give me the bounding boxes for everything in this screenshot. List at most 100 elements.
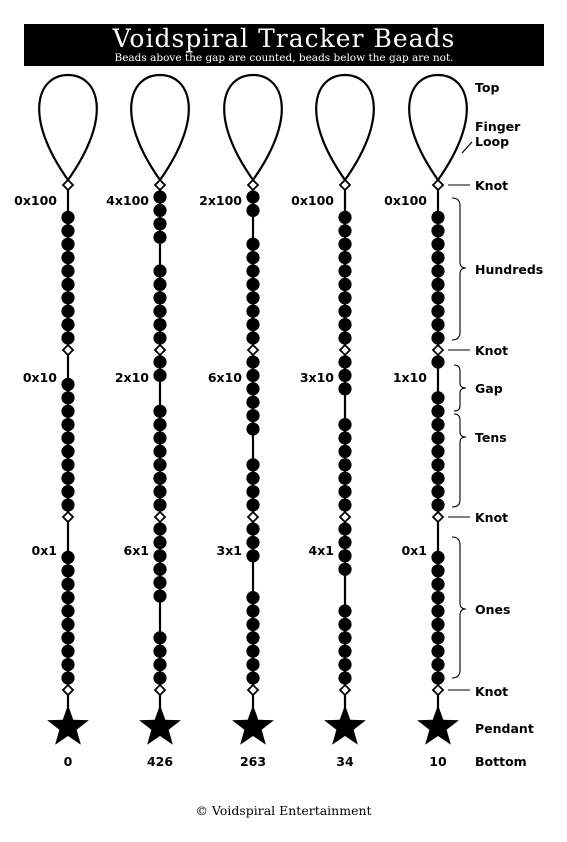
- ones-bead-counted: [153, 522, 167, 536]
- tens-bead-uncounted: [246, 458, 260, 472]
- label-ones: 3x1: [217, 543, 242, 558]
- ones-bead-counted: [338, 535, 352, 550]
- tens-bead-uncounted: [153, 458, 167, 472]
- hundreds-bead-uncounted: [338, 291, 352, 305]
- label-tens: 1x10: [393, 370, 427, 385]
- ones-bead-uncounted: [246, 631, 260, 645]
- tens-bead-uncounted: [61, 431, 75, 445]
- hundreds-bead-uncounted: [153, 291, 167, 305]
- hundreds-bead-uncounted: [246, 291, 260, 305]
- ones-bead-uncounted: [246, 617, 260, 632]
- knot-hundreds-tens: [338, 343, 352, 357]
- tens-bead-uncounted: [338, 458, 352, 472]
- hundreds-bead-uncounted: [338, 264, 352, 278]
- hundreds-bead-uncounted: [61, 224, 75, 238]
- ones-bead-counted: [153, 535, 167, 550]
- ones-bead-uncounted: [61, 617, 75, 632]
- tens-bead-uncounted: [61, 444, 75, 458]
- knot-bottom: [61, 683, 75, 697]
- legend-knot-3: Knot: [475, 510, 508, 525]
- hundreds-bead-uncounted: [431, 210, 445, 224]
- ones-bead-uncounted: [61, 671, 75, 685]
- hundreds-bead-uncounted: [246, 237, 260, 251]
- ones-bead-counted: [153, 549, 167, 563]
- tens-bead-uncounted: [431, 444, 445, 458]
- tens-bead-uncounted: [61, 498, 75, 512]
- tens-bead-uncounted: [431, 471, 445, 485]
- tens-bead-counted: [153, 355, 167, 369]
- legend-pendant: Pendant: [475, 721, 534, 736]
- hundreds-bead-uncounted: [153, 331, 167, 345]
- knot-top: [153, 178, 167, 192]
- ones-bead-uncounted: [431, 617, 445, 632]
- page-subtitle: Beads above the gap are counted, beads b…: [114, 52, 454, 64]
- hundreds-bead-uncounted: [338, 251, 352, 265]
- label-hundreds: 0x100: [384, 193, 427, 208]
- knot-hundreds-tens: [61, 343, 75, 357]
- hundreds-bead-uncounted: [246, 277, 260, 291]
- hundreds-bead-uncounted: [246, 264, 260, 278]
- tens-bead-uncounted: [431, 431, 445, 445]
- finger-loop: [315, 73, 375, 182]
- hundreds-bead-uncounted: [431, 251, 445, 265]
- page-title: Voidspiral Tracker Beads: [112, 24, 456, 53]
- hundreds-bead-uncounted: [246, 331, 260, 345]
- hundreds-bead-uncounted: [61, 291, 75, 305]
- hundreds-bead-uncounted: [431, 237, 445, 251]
- hundreds-bead-counted: [246, 203, 260, 217]
- ones-bead-uncounted: [153, 644, 167, 658]
- pendant-star-icon: [139, 705, 181, 745]
- hundreds-bead-uncounted: [61, 331, 75, 345]
- tens-bead-uncounted: [61, 418, 75, 432]
- ones-bead-counted: [153, 589, 167, 603]
- legend-tens: Tens: [475, 430, 507, 445]
- legend-knot-4: Knot: [475, 684, 508, 699]
- ones-bead-counted: [246, 535, 260, 550]
- label-ones: 6x1: [124, 543, 149, 558]
- tens-bead-counted: [338, 368, 352, 382]
- tens-bead-uncounted: [61, 404, 75, 418]
- legend-finger-loop-line2: Loop: [475, 134, 509, 149]
- hundreds-bead-uncounted: [431, 291, 445, 305]
- ones-bead-uncounted: [431, 671, 445, 685]
- ones-bead-uncounted: [246, 591, 260, 605]
- knot-top: [61, 178, 75, 192]
- hundreds-bead-counted: [153, 217, 167, 231]
- tens-bead-uncounted: [246, 471, 260, 485]
- tens-bead-counted: [431, 355, 445, 369]
- tens-bead-uncounted: [338, 498, 352, 512]
- tens-bead-uncounted: [153, 485, 167, 499]
- tens-bead-uncounted: [61, 458, 75, 472]
- ones-bead-uncounted: [153, 671, 167, 685]
- tens-bead-uncounted: [338, 485, 352, 499]
- hundreds-bead-uncounted: [153, 304, 167, 318]
- label-ones: 0x1: [402, 543, 427, 558]
- hundreds-bead-uncounted: [338, 277, 352, 291]
- tens-brace: [451, 413, 467, 508]
- hundreds-bead-counted: [153, 203, 167, 217]
- legend-bottom: Bottom: [475, 754, 527, 769]
- tens-bead-uncounted: [153, 471, 167, 485]
- hundreds-bead-counted: [153, 190, 167, 204]
- legend-knot-1: Knot: [475, 178, 508, 193]
- ones-bead-uncounted: [338, 617, 352, 632]
- ones-bead-uncounted: [431, 591, 445, 605]
- ones-bead-counted: [338, 522, 352, 536]
- ones-bead-uncounted: [153, 658, 167, 672]
- ones-bead-uncounted: [61, 550, 75, 565]
- hundreds-bead-uncounted: [61, 264, 75, 278]
- hundreds-bead-uncounted: [153, 264, 167, 278]
- tens-bead-counted: [246, 422, 260, 436]
- tens-bead-uncounted: [61, 391, 75, 405]
- finger-loop: [130, 73, 190, 182]
- knot-tens-ones: [153, 510, 167, 524]
- tens-bead-counted: [246, 368, 260, 382]
- tens-bead-counted: [246, 355, 260, 369]
- knot-tens-ones: [246, 510, 260, 524]
- knot-hundreds-tens: [246, 343, 260, 357]
- label-tens: 2x10: [115, 370, 149, 385]
- label-tens: 0x10: [23, 370, 57, 385]
